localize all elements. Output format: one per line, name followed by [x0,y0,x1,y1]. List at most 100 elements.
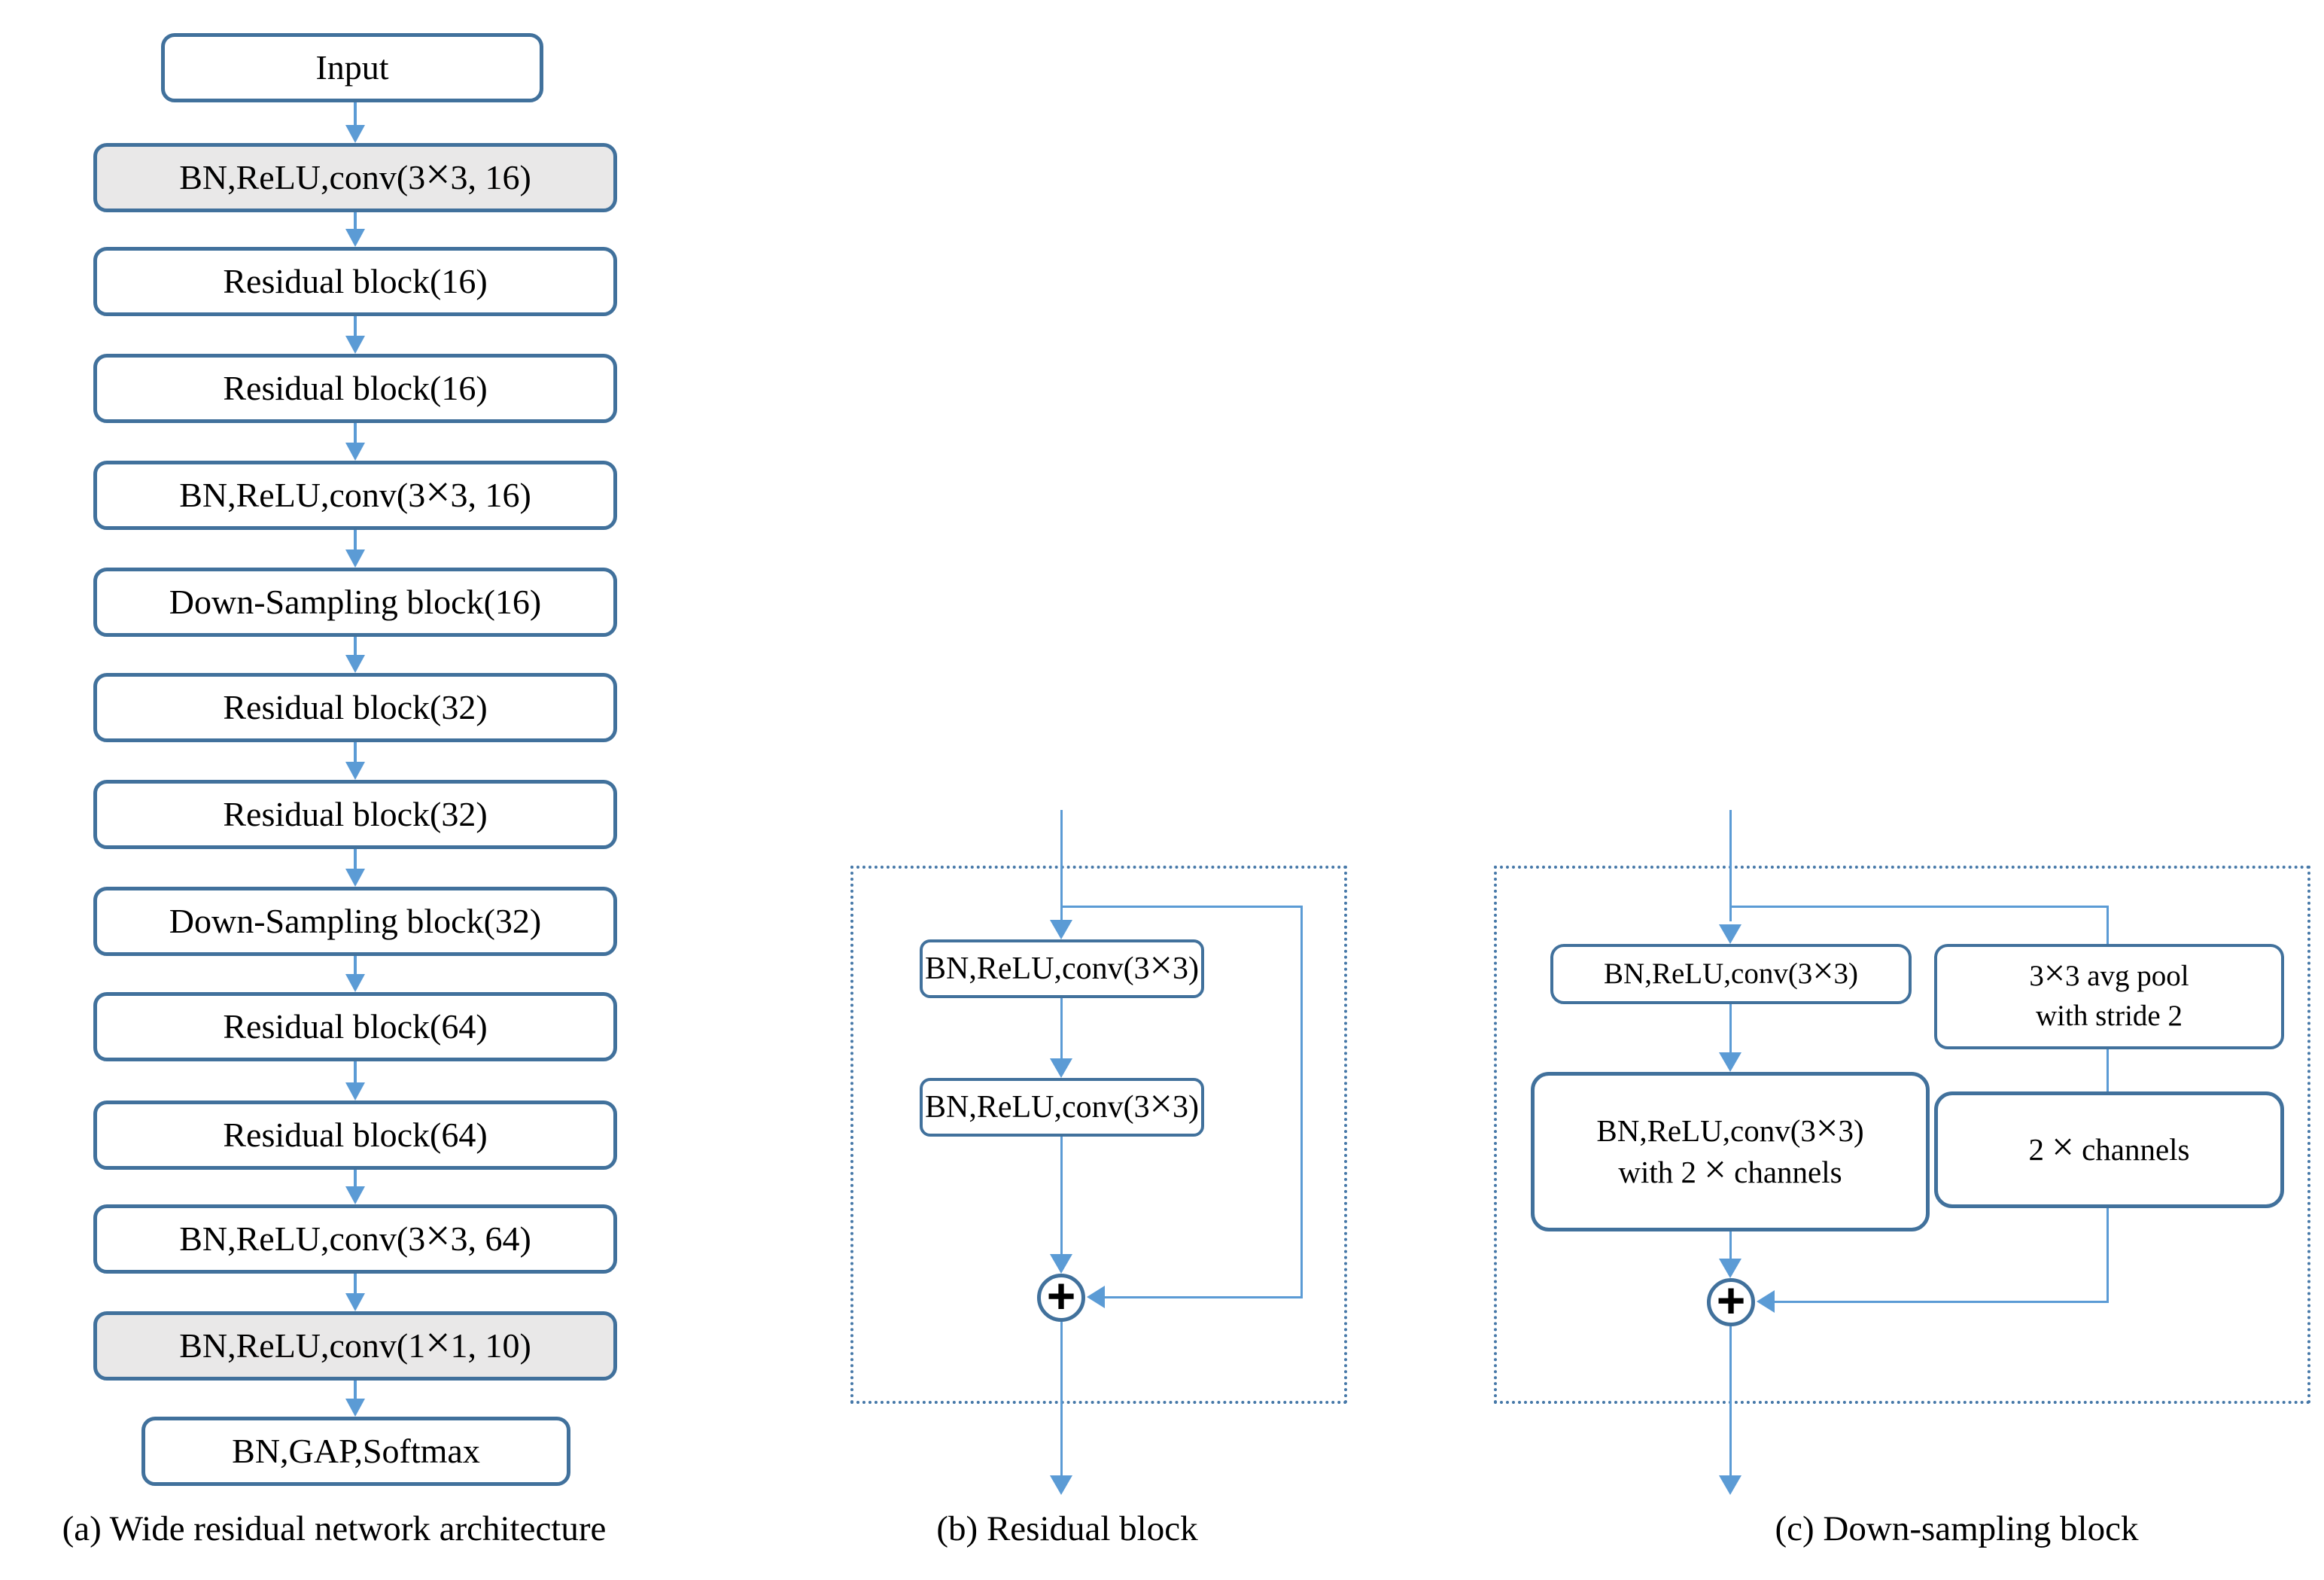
a-box-label: Residual block(32) [223,794,488,833]
a-box-residual32-1: Residual block(32) [93,673,617,742]
a-box-label: Residual block(32) [223,687,488,726]
a-box-label: BN,GAP,Softmax [232,1431,480,1470]
a-connector-line [354,316,357,337]
a-connector-line [354,637,357,656]
b-output-line [1060,1322,1063,1477]
a-box-conv3x3-16-first: BN,ReLU,conv(3×3, 16) [93,143,617,212]
a-box-residual32-2: Residual block(32) [93,780,617,849]
a-box-label: Residual block(64) [223,1115,488,1154]
arrowhead-down-icon [1050,1058,1072,1078]
a-box-label: Residual block(64) [223,1006,488,1046]
panel-c-caption: (c) Down-sampling block [1775,1509,2139,1548]
c-conv-box-2: BN,ReLU,conv(3×3) with 2 × channels [1531,1072,1930,1231]
c-avg-pool-line2: with stride 2 [2036,1000,2183,1032]
arrowhead-down-icon [345,336,365,354]
a-box-residual64-2: Residual block(64) [93,1101,617,1170]
a-box-downsampling16: Down-Sampling block(16) [93,568,617,637]
arrowhead-down-icon [1719,1475,1741,1495]
c-skip-horizontal-line [1772,1301,2109,1303]
c-merge-plus-icon: + [1707,1272,1755,1328]
a-connector-line [354,1170,357,1188]
arrowhead-down-icon [345,974,365,992]
a-box-residual16-1: Residual block(16) [93,247,617,316]
arrowhead-down-icon [1050,1475,1072,1495]
a-connector-line [354,742,357,763]
a-box-label: BN,ReLU,conv(3×3, 16) [179,149,531,199]
a-connector-line [354,1381,357,1400]
c-avg-pool-box: 3×3 avg pool with stride 2 [1934,944,2284,1049]
a-connector-line [354,1274,357,1295]
c-right-path-line [2107,1208,2109,1303]
b-conv-box-1: BN,ReLU,conv(3×3) [920,939,1204,998]
b-merge-plus-icon: + [1037,1268,1085,1323]
arrowhead-down-icon [345,125,365,143]
a-connector-line [354,1061,357,1084]
a-box-label: Down-Sampling block(16) [169,582,542,621]
c-conv-box-1: BN,ReLU,conv(3×3) [1550,944,1912,1004]
c-dotted-boundary [1494,866,2310,1404]
c-right-path-line [2107,906,2109,946]
a-box-label: BN,ReLU,conv(1×1, 10) [179,1317,531,1367]
b-connector-line [1060,1137,1063,1256]
a-box-downsampling32: Down-Sampling block(32) [93,887,617,956]
a-box-input: Input [161,33,543,102]
arrowhead-down-icon [345,1186,365,1204]
arrowhead-down-icon [345,443,365,461]
plus-glyph: + [1716,1272,1746,1328]
b-skip-vertical-line [1300,906,1303,1298]
arrowhead-down-icon [345,762,365,780]
b-conv-box-2: BN,ReLU,conv(3×3) [920,1078,1204,1137]
a-box-conv1x1-10: BN,ReLU,conv(1×1, 10) [93,1311,617,1381]
arrowhead-down-icon [1719,924,1741,944]
c-connector-line [1729,1004,1732,1054]
c-conv-box-1-label: BN,ReLU,conv(3×3) [1604,949,1858,991]
b-entry-line [1060,810,1063,921]
c-conv-box-2-line2: with 2 × channels [1618,1148,1842,1192]
b-conv-box-2-label: BN,ReLU,conv(3×3) [925,1080,1199,1126]
a-box-input-label: Input [315,47,389,87]
a-connector-line [354,956,357,976]
c-branch-line [1729,906,2109,908]
arrowhead-down-icon [1719,1259,1741,1278]
arrowhead-left-icon [1757,1290,1775,1313]
c-output-line [1729,1326,1732,1477]
arrowhead-down-icon [1050,920,1072,939]
a-box-label: Residual block(16) [223,368,488,407]
c-right-path-line [2107,1049,2109,1093]
a-box-softmax: BN,GAP,Softmax [141,1417,570,1486]
a-box-label: Residual block(16) [223,261,488,300]
arrowhead-down-icon [345,229,365,247]
b-skip-branch-line [1060,906,1303,908]
a-connector-line [354,849,357,870]
b-skip-horizontal-line [1102,1296,1302,1298]
arrowhead-down-icon [345,1082,365,1101]
a-connector-line [354,102,357,128]
arrowhead-left-icon [1087,1286,1105,1308]
a-box-label: Down-Sampling block(32) [169,901,542,940]
arrowhead-down-icon [1719,1052,1741,1072]
c-conv-box-2-line1: BN,ReLU,conv(3×3) [1596,1106,1864,1150]
arrowhead-down-icon [345,1293,365,1311]
c-avg-pool-line1: 3×3 avg pool [2029,952,2189,994]
panel-a-caption: (a) Wide residual network architecture [62,1509,607,1548]
a-connector-line [354,212,357,232]
a-box-label: BN,ReLU,conv(3×3, 16) [179,467,531,516]
c-connector-line [1729,1231,1732,1263]
arrowhead-down-icon [1050,1254,1072,1274]
arrowhead-down-icon [345,549,365,568]
a-box-conv3x3-64: BN,ReLU,conv(3×3, 64) [93,1204,617,1274]
b-conv-box-1-label: BN,ReLU,conv(3×3) [925,942,1199,988]
a-box-residual64-1: Residual block(64) [93,992,617,1061]
a-box-label: BN,ReLU,conv(3×3, 64) [179,1210,531,1260]
c-entry-line [1729,810,1732,921]
a-box-residual16-2: Residual block(16) [93,354,617,423]
b-connector-line [1060,998,1063,1060]
c-channels-box-label: 2 × channels [2028,1125,2190,1169]
a-connector-line [354,423,357,444]
a-connector-line [354,530,357,551]
arrowhead-down-icon [345,655,365,673]
plus-glyph: + [1046,1268,1076,1323]
arrowhead-down-icon [345,869,365,887]
a-box-conv3x3-16-second: BN,ReLU,conv(3×3, 16) [93,461,617,530]
